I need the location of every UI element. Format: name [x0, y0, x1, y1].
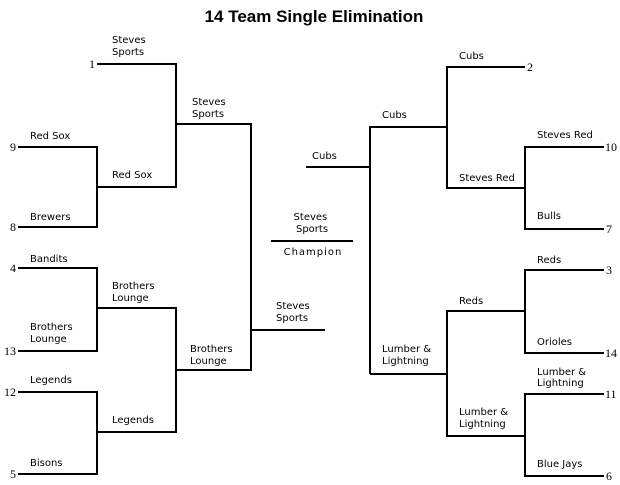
seed-label: 7 — [606, 222, 612, 236]
team-label: Bisons — [30, 458, 63, 469]
team-label: Cubs — [459, 51, 484, 62]
match-line-qf-bottom-left — [97, 307, 177, 433]
left-bracket-lines — [18, 63, 325, 475]
team-label: Steves Red — [459, 173, 515, 184]
seed-label: 8 — [10, 220, 16, 234]
team-label: Steves Sports — [112, 35, 149, 58]
team-label: Legends — [112, 415, 154, 426]
match-line-4-vs-13 — [18, 267, 98, 352]
team-label: Reds — [459, 296, 483, 307]
match-line-sf-top-left — [176, 123, 252, 330]
match-line-2-vs-bye — [446, 66, 525, 127]
team-label: Lumber & Lightning — [537, 367, 589, 389]
seed-label: 3 — [606, 263, 612, 277]
team-label: Legends — [30, 375, 72, 386]
match-line-1-vs-bye — [97, 63, 177, 124]
team-label: Cubs — [312, 151, 337, 162]
team-label: Brewers — [30, 212, 71, 223]
seed-label: 5 — [10, 467, 16, 481]
match-line-steves-red-advance — [446, 127, 525, 189]
seed-label: 4 — [10, 261, 16, 275]
team-label: Steves Sports — [276, 301, 313, 324]
team-label: Lumber & Lightning — [382, 344, 434, 367]
seed-label: 13 — [4, 344, 16, 358]
team-label: Cubs — [382, 110, 407, 121]
team-label: Bulls — [537, 211, 561, 222]
match-line-red-sox-advance — [97, 124, 177, 188]
seed-label: 12 — [4, 385, 16, 399]
team-label: Lumber & Lightning — [459, 407, 511, 430]
seed-label: 9 — [10, 140, 16, 154]
team-label: Bandits — [30, 254, 68, 265]
seed-label: 11 — [605, 387, 617, 401]
team-label: Brothers Lounge — [30, 322, 76, 345]
seed-label: 14 — [605, 346, 617, 360]
team-label: Brothers Lounge — [190, 344, 236, 367]
team-label: Steves Red — [537, 130, 593, 141]
bracket-title: 14 Team Single Elimination — [205, 7, 424, 26]
champion-name: Steves Sports — [294, 212, 331, 235]
seed-label: 10 — [605, 140, 617, 154]
team-label: Steves Sports — [192, 97, 229, 120]
match-line-sf-bottom-left — [176, 330, 252, 371]
seed-label: 1 — [89, 57, 95, 71]
champion-caption: Champion — [284, 247, 343, 258]
seed-label: 2 — [527, 60, 533, 74]
team-label: Orioles — [537, 337, 572, 348]
seed-label: 6 — [606, 469, 612, 483]
team-label: Red Sox — [112, 170, 152, 181]
right-bracket-lines — [306, 66, 604, 477]
team-label: Brothers Lounge — [112, 281, 158, 304]
team-label: Reds — [537, 255, 561, 266]
team-label: Red Sox — [30, 131, 70, 142]
team-label: Blue Jays — [537, 459, 583, 470]
match-line-sf-top-right — [369, 126, 447, 374]
